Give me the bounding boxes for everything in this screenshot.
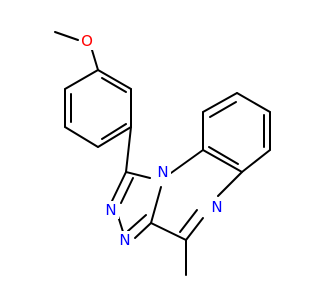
- molecule-structure: O N N N N: [54, 31, 271, 276]
- triazole-nitrogen-1-label: N: [105, 201, 116, 219]
- bond-aryl-1: [97, 69, 132, 90]
- bond-triazole-n2-c-double: [127, 214, 147, 232]
- bond-benzo-inner-1: [209, 101, 237, 118]
- bond-methyl-o: [54, 31, 79, 41]
- bond-triazole-c-n1-double: [120, 177, 134, 204]
- bond-aryl-3: [97, 126, 132, 148]
- triazole-nitrogen-2-atom: N: [117, 231, 133, 249]
- bridge-nitrogen-label: N: [157, 163, 168, 181]
- bond-aryl-triazole: [125, 126, 132, 173]
- quinoxaline-nitrogen-label: N: [211, 198, 222, 216]
- triazole-nitrogen-1-atom: N: [103, 201, 119, 219]
- bridge-nitrogen-atom: N: [155, 163, 171, 181]
- bond-layer: [54, 31, 271, 276]
- bond-aryl-6: [64, 69, 99, 90]
- bond-aryl-inner-1: [101, 77, 127, 93]
- bond-pyrazine-n-benzo: [217, 171, 243, 197]
- bond-pyrazine-c-n-double: [179, 209, 198, 233]
- bond-o-aryl: [91, 49, 99, 71]
- bond-benzo-3: [236, 92, 271, 113]
- methoxy-oxygen-atom: O: [80, 32, 94, 50]
- bond-benzo-2: [202, 92, 238, 113]
- bond-bridge-to-benzo: [170, 149, 204, 174]
- bond-bridge-to-pyrazine-c: [150, 222, 187, 241]
- bond-triazole-n2-c: [134, 222, 152, 239]
- methoxy-oxygen-label: O: [81, 32, 93, 50]
- structure-canvas: O N N N N: [54, 31, 271, 276]
- bond-benzo-junction: [202, 149, 243, 173]
- bond-aryl-4: [64, 126, 99, 148]
- bond-triazole-c-nbridge: [150, 186, 162, 224]
- bond-pyrazine-c-n: [185, 217, 204, 241]
- triazole-nitrogen-2-label: N: [119, 231, 130, 249]
- bond-triazole-c-n1: [111, 171, 127, 202]
- bond-benzo-5: [241, 149, 271, 173]
- bond-aryl-inner-2: [101, 123, 127, 140]
- bond-benzo-inner-3: [208, 146, 239, 165]
- quinoxaline-nitrogen-atom: N: [209, 198, 225, 216]
- bond-triazole-nbridge-c: [125, 171, 151, 179]
- atom-label-layer: O N N N N: [80, 32, 225, 249]
